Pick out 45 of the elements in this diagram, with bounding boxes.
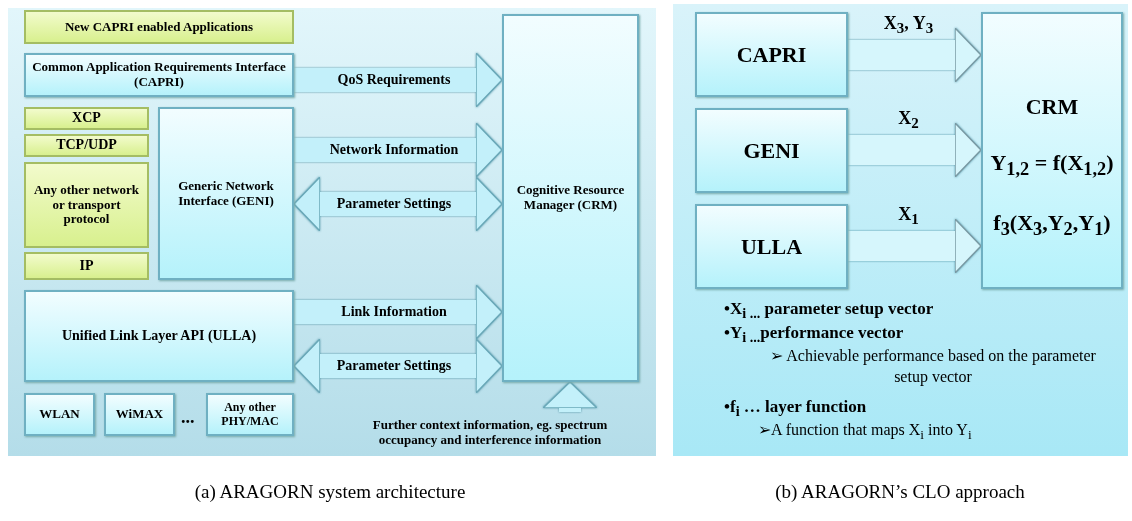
edge-label: Network Information xyxy=(329,142,459,158)
panel-background xyxy=(673,4,1128,456)
block-arrow xyxy=(293,176,503,232)
ellipsis-text: ... xyxy=(181,406,196,429)
interface-box: CAPRI xyxy=(695,12,848,97)
bullet-text: •f$_{i}$ … layer function xyxy=(724,396,868,421)
protocol-box: Any other network or transport protocol xyxy=(24,162,149,248)
edge-label: Parameter Settings xyxy=(336,196,452,212)
box-title: CRM xyxy=(1025,94,1079,120)
edge-label: Parameter Settings xyxy=(336,358,452,374)
manager-box xyxy=(981,12,1123,289)
edge-label: X$_{3}$, Y$_{3}$ xyxy=(883,12,934,38)
manager-box: Cognitive Resource Manager (CRM) xyxy=(502,14,639,382)
interface-box: Unified Link Layer API (ULLA) xyxy=(24,290,294,382)
bullet-text: •Y$_{i ...}$performance vector xyxy=(724,322,905,347)
protocol-box: IP xyxy=(24,252,149,280)
formula-text: Y$_{1,2}$ = f(X$_{1,2}$) xyxy=(990,150,1114,181)
interface-box: Generic Network Interface (GENI) xyxy=(158,107,294,280)
interface-box: ULLA xyxy=(695,204,848,289)
technology-box: WLAN xyxy=(24,393,95,436)
edge-label: X$_{1}$ xyxy=(898,203,919,229)
edge-label: QoS Requirements xyxy=(337,72,451,88)
sub-bullet-text: ➢A function that maps X$_{i}$ into Y$_{i}$ xyxy=(758,420,973,444)
sub-bullet-text: ➢ Achievable performance based on the parameter setup vector xyxy=(769,346,1097,388)
caption-text: (a) ARAGORN system architecture xyxy=(193,480,467,504)
block-arrow xyxy=(542,381,598,412)
technology-box: Any other PHY/MAC xyxy=(206,393,294,436)
block-arrow xyxy=(294,52,503,108)
bullet-text: •X$_{i ...}$ parameter setup vector xyxy=(724,298,935,323)
interface-box: GENI xyxy=(695,108,848,193)
block-arrow xyxy=(848,122,982,178)
edge-label: Link Information xyxy=(341,304,447,320)
panel-background xyxy=(8,8,656,456)
caption-text: (b) ARAGORN’s CLO approach xyxy=(774,480,1026,504)
interface-box: Common Application Requirements Interface (CAPRI) xyxy=(24,53,294,97)
protocol-box: XCP xyxy=(24,107,149,130)
block-arrow xyxy=(294,284,503,340)
context-text: Further context information, eg. spectrum occupancy and interference information xyxy=(340,412,640,454)
technology-box: WiMAX xyxy=(104,393,175,436)
protocol-box: TCP/UDP xyxy=(24,134,149,157)
edge-label: X$_{2}$ xyxy=(898,107,919,133)
block-arrow xyxy=(294,122,503,178)
formula-text: f$_{3}$(X$_{3}$,Y$_{2}$,Y$_{1}$) xyxy=(993,210,1111,241)
block-arrow xyxy=(848,218,982,274)
layer-box: New CAPRI enabled Applications xyxy=(24,10,294,44)
